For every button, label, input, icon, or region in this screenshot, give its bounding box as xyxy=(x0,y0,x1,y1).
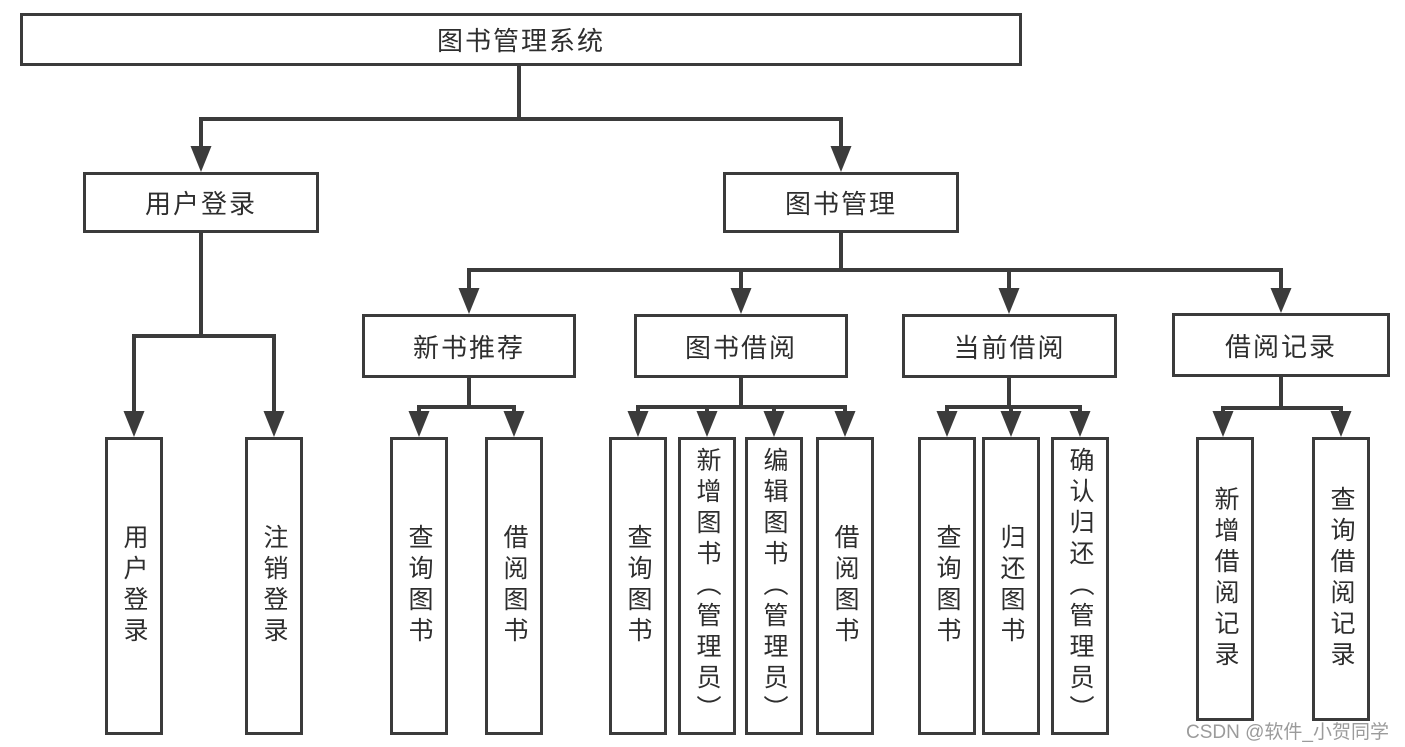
leaf-query-books: 查询图书 xyxy=(390,437,448,735)
leaf-add-books-admin: 新增图书（管理员） xyxy=(678,437,736,735)
node-book-management: 图书管理 xyxy=(723,172,959,233)
watermark: CSDN @软件_小贺同学 xyxy=(1186,722,1389,743)
node-user-login: 用户登录 xyxy=(83,172,319,233)
node-book-borrow: 图书借阅 xyxy=(634,314,848,378)
node-borrow-records: 借阅记录 xyxy=(1172,313,1390,377)
leaf-borrow-books: 借阅图书 xyxy=(816,437,874,735)
leaf-add-borrow-record: 新增借阅记录 xyxy=(1196,437,1254,721)
node-root: 图书管理系统 xyxy=(20,13,1022,66)
leaf-edit-books-admin: 编辑图书（管理员） xyxy=(745,437,803,735)
connector-borrow-records xyxy=(1212,377,1352,437)
node-new-book-recommend: 新书推荐 xyxy=(362,314,576,378)
leaf-user-login: 用户登录 xyxy=(105,437,163,735)
leaf-query-books: 查询图书 xyxy=(609,437,667,735)
leaf-logout: 注销登录 xyxy=(245,437,303,735)
leaf-borrow-books: 借阅图书 xyxy=(485,437,543,735)
connector-book-borrow xyxy=(627,378,856,437)
connector-new-book xyxy=(408,378,525,437)
connector-current-borrow xyxy=(936,378,1091,437)
leaf-query-borrow-record: 查询借阅记录 xyxy=(1312,437,1370,721)
leaf-query-books: 查询图书 xyxy=(918,437,976,735)
connector-root xyxy=(190,66,852,172)
leaf-return-books: 归还图书 xyxy=(982,437,1040,735)
leaf-confirm-return-admin: 确认归还（管理员） xyxy=(1051,437,1109,735)
node-current-borrow: 当前借阅 xyxy=(902,314,1117,378)
connector-book-management xyxy=(458,233,1292,314)
connector-user-login xyxy=(123,233,285,437)
